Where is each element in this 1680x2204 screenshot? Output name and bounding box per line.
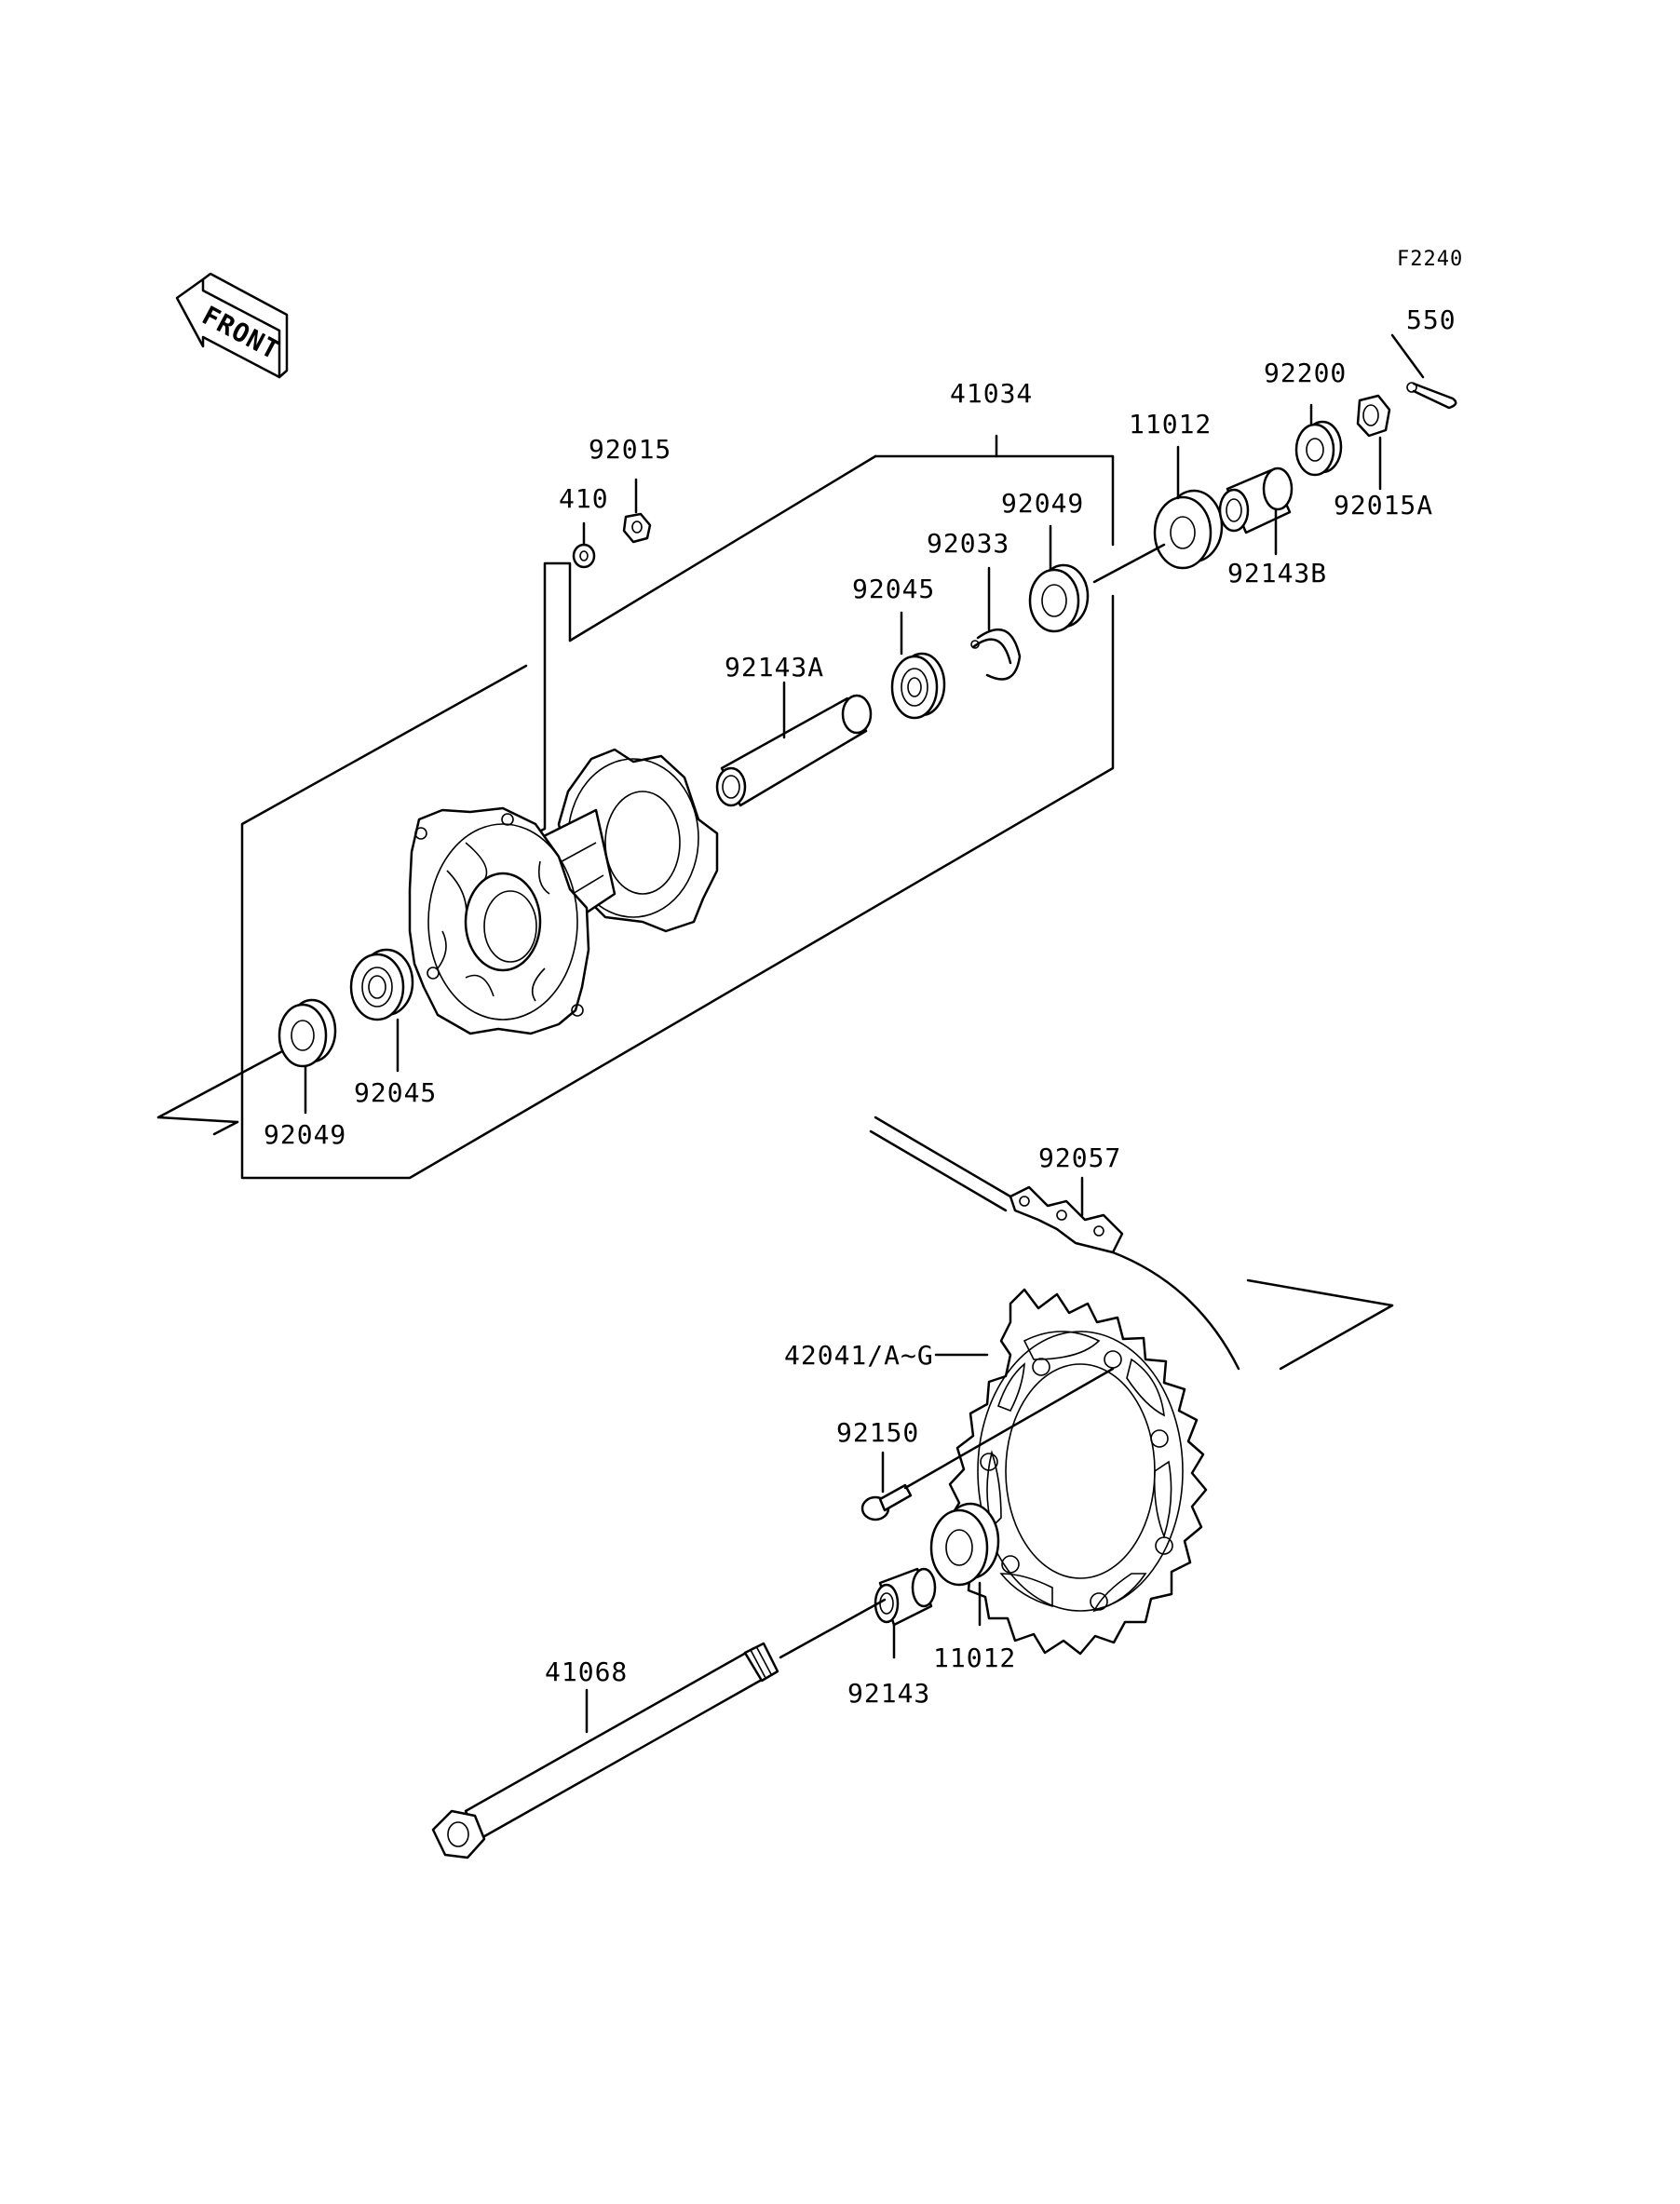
label-41068: 41068 [545, 1656, 628, 1687]
bearing-92045-top [890, 652, 946, 720]
label-550: 550 [1406, 304, 1456, 335]
label-42041: 42041/A~G [784, 1340, 934, 1371]
label-92049-bottom: 92049 [264, 1119, 346, 1150]
drive-chain-92057 [869, 1116, 1240, 1371]
wheel-reference-lines [1246, 1278, 1394, 1371]
front-arrow-icon: FRONT [175, 272, 289, 379]
label-92049-top: 92049 [1001, 488, 1084, 519]
label-92143B: 92143B [1227, 558, 1327, 588]
washer-410 [572, 543, 596, 569]
hub-body [408, 748, 719, 1035]
label-92143A: 92143A [725, 652, 824, 683]
bolt-92150 [860, 1367, 1115, 1521]
label-92150: 92150 [836, 1417, 919, 1448]
label-11012-top: 11012 [1129, 409, 1212, 439]
seal-92049-top [1028, 563, 1090, 633]
label-92015: 92015 [589, 434, 671, 465]
label-92033: 92033 [927, 528, 1009, 559]
nut-92015 [622, 512, 652, 544]
leader-410 [524, 561, 572, 840]
label-11012-bottom: 11012 [933, 1643, 1016, 1673]
nut-92015A [1356, 394, 1391, 438]
collar-11012-top [1092, 489, 1224, 584]
axle-41068 [431, 1598, 887, 1859]
label-410: 410 [559, 483, 609, 514]
collar-11012-bottom [929, 1502, 1000, 1627]
seal-92049-bottom [278, 998, 337, 1068]
label-92045-bottom: 92045 [354, 1077, 437, 1108]
label-41034: 41034 [950, 378, 1033, 409]
cotter-pin-550 [1406, 382, 1457, 410]
label-92045-top: 92045 [852, 574, 935, 604]
hub-assembly-bracket [156, 434, 1115, 1180]
label-92057: 92057 [1038, 1143, 1121, 1173]
collar-92143B [1218, 466, 1294, 534]
label-92143: 92143 [847, 1678, 930, 1709]
leader-lines-top [304, 333, 1425, 1115]
washer-92200 [1294, 420, 1343, 477]
collar-92143 [874, 1567, 937, 1659]
label-92200: 92200 [1264, 358, 1347, 388]
circlip-92033 [970, 628, 1022, 681]
figure-code: F2240 [1397, 248, 1463, 271]
label-92015A: 92015A [1334, 490, 1433, 521]
bearing-92045-bottom [349, 948, 414, 1021]
sprocket-42041 [934, 1288, 1208, 1656]
spacer-tube-92143A [715, 694, 873, 807]
